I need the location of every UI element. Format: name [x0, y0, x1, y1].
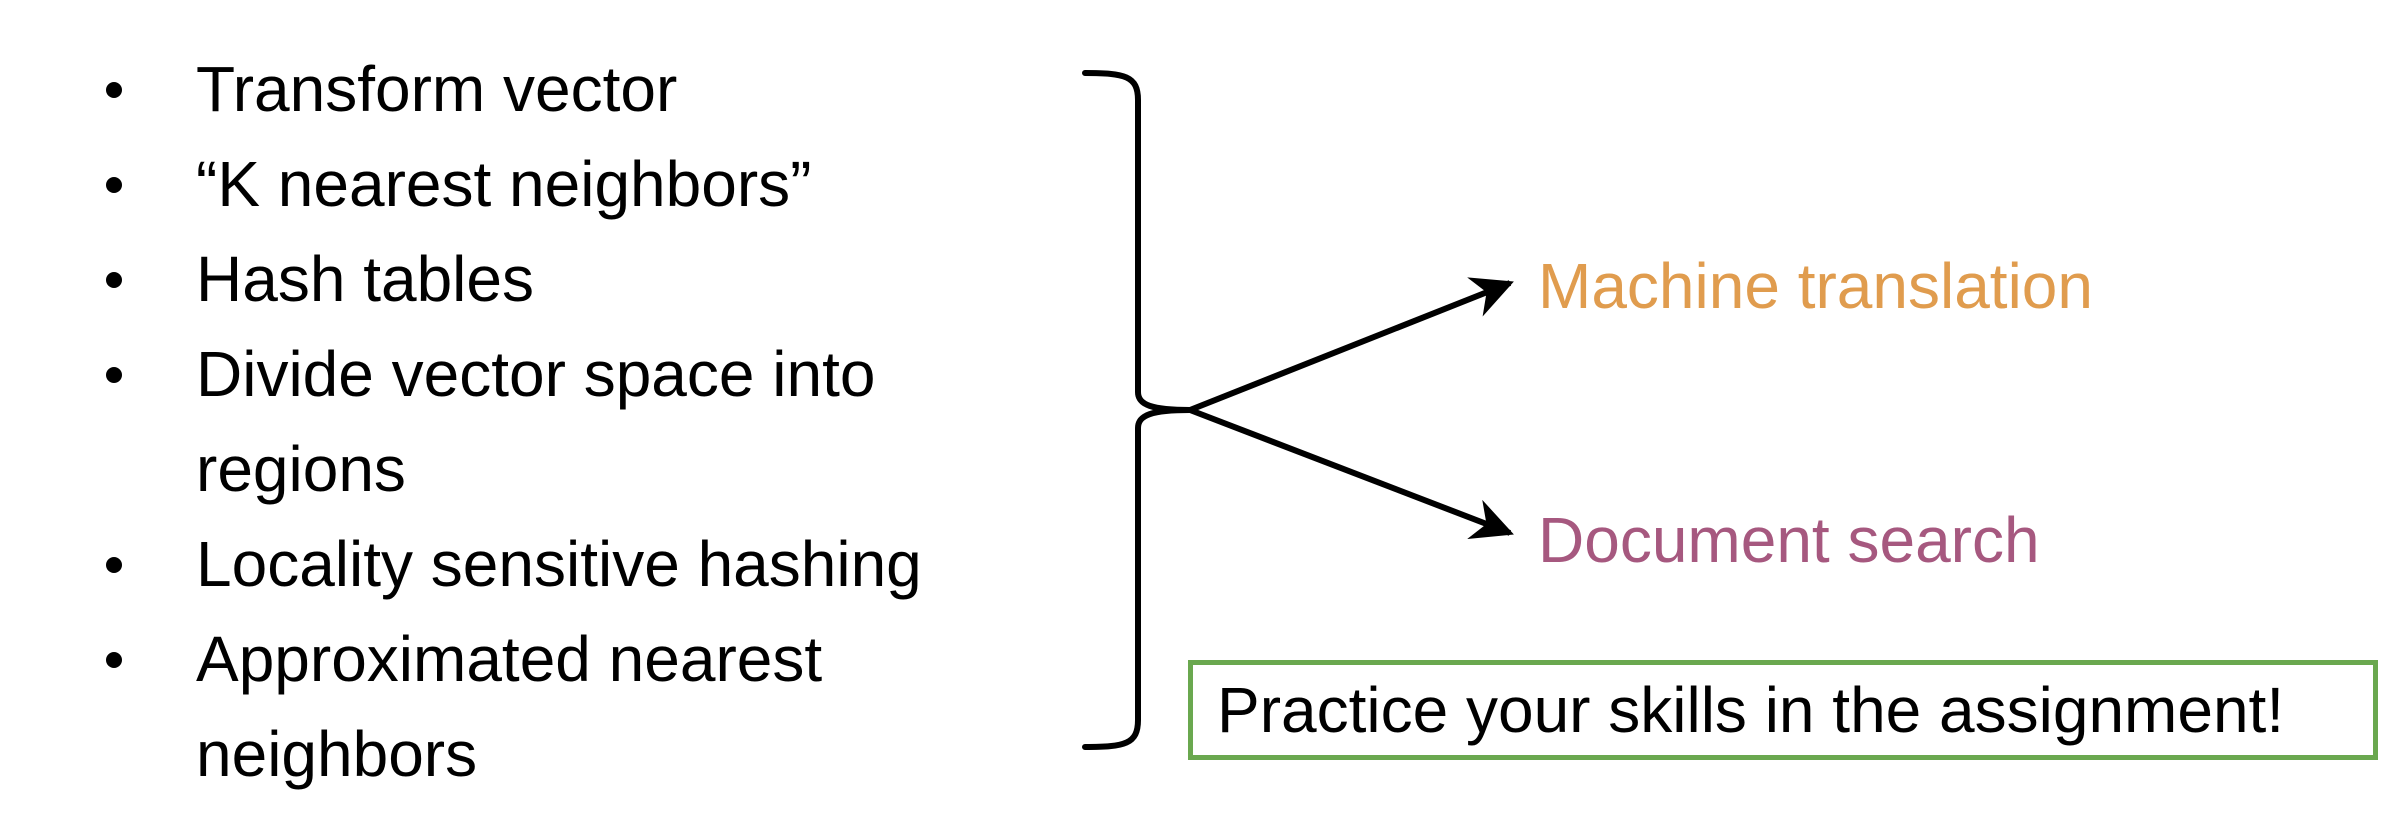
- bullet-item: Locality sensitive hashing: [96, 517, 996, 612]
- bullet-text: Hash tables: [196, 243, 534, 315]
- assignment-callout-box: Practice your skills in the assignment!: [1188, 660, 2378, 760]
- document-search-label: Document search: [1538, 504, 2040, 576]
- bullet-icon: [106, 652, 122, 668]
- assignment-callout-text: Practice your skills in the assignment!: [1217, 674, 2285, 746]
- bullet-icon: [106, 367, 122, 383]
- bullet-text: “K nearest neighbors”: [196, 148, 812, 220]
- right-curly-brace: [1082, 70, 1193, 750]
- bullet-text: Divide vector space into regions: [196, 338, 876, 505]
- bullet-text: Transform vector: [196, 53, 678, 125]
- bullet-text: Approximated nearest neighbors: [196, 623, 823, 790]
- bullet-item: “K nearest neighbors”: [96, 137, 996, 232]
- bullet-icon: [106, 82, 122, 98]
- arrow-to-machine-translation: [1188, 277, 1514, 413]
- bullet-item: Divide vector space into regions: [96, 327, 996, 517]
- bullet-icon: [106, 557, 122, 573]
- bullet-icon: [106, 177, 122, 193]
- bullet-item: Transform vector: [96, 42, 996, 137]
- bullet-item: Approximated nearest neighbors: [96, 612, 996, 802]
- bullet-icon: [106, 272, 122, 288]
- bullet-item: Hash tables: [96, 232, 996, 327]
- topic-bullet-list: Transform vector “K nearest neighbors” H…: [96, 42, 996, 802]
- bullet-text: Locality sensitive hashing: [196, 528, 922, 600]
- machine-translation-label: Machine translation: [1538, 250, 2093, 322]
- arrow-to-document-search: [1188, 407, 1514, 540]
